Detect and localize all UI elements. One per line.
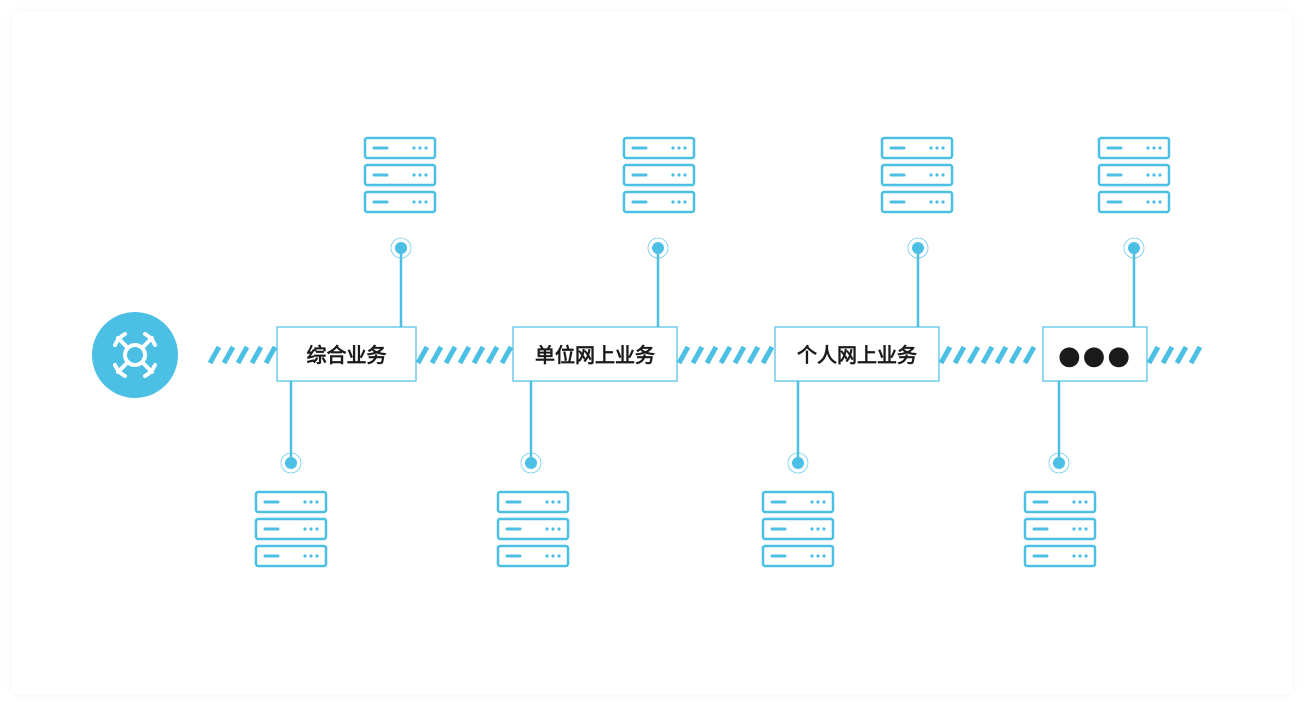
top-endpoint-ring: [907, 237, 929, 259]
business-node: 综合业务: [256, 138, 435, 566]
backbone-segment: [1146, 345, 1203, 365]
business-node: ●●●: [1025, 138, 1169, 566]
top-endpoint-ring: [1123, 237, 1145, 259]
business-node: 单位网上业务: [498, 138, 694, 566]
hub-node: [92, 312, 178, 398]
server-stack-icon: [624, 138, 694, 212]
server-stack-icon: [1025, 492, 1095, 566]
bottom-endpoint-ring: [787, 452, 809, 474]
bottom-endpoint-dot: [285, 457, 297, 469]
node-label-box: [512, 326, 678, 382]
node-label: 单位网上业务: [535, 343, 656, 367]
node-label-box: [774, 326, 940, 382]
backbone-segment: [415, 345, 514, 365]
bottom-endpoint-dot: [1053, 457, 1065, 469]
top-endpoint-dot: [395, 242, 407, 254]
top-endpoint-ring: [390, 237, 412, 259]
top-endpoint-dot: [652, 242, 664, 254]
hub-node-icon: [113, 332, 157, 378]
bottom-endpoint-dot: [792, 457, 804, 469]
server-stack-icon: [365, 138, 435, 212]
server-stack-icon: [1099, 138, 1169, 212]
backbone-segment: [676, 345, 775, 365]
business-node: 个人网上业务: [763, 138, 952, 566]
top-endpoint-dot: [1128, 242, 1140, 254]
business-nodes: 综合业务 单位网上业务 个人网上业务 ●●●: [256, 138, 1169, 566]
backbone-segment: [207, 345, 278, 365]
network-backbone: [207, 345, 1203, 365]
node-label: ●●●: [1058, 341, 1132, 371]
server-stack-icon: [882, 138, 952, 212]
node-label-box: [276, 326, 417, 382]
bottom-endpoint-ring: [1048, 452, 1070, 474]
top-endpoint-ring: [647, 237, 669, 259]
node-label: 综合业务: [307, 343, 388, 367]
bottom-endpoint-ring: [280, 452, 302, 474]
node-label-box: [1042, 326, 1148, 382]
bottom-endpoint-dot: [525, 457, 537, 469]
top-endpoint-dot: [912, 242, 924, 254]
backbone-segment: [938, 345, 1037, 365]
bottom-endpoint-ring: [520, 452, 542, 474]
server-stack-icon: [256, 492, 326, 566]
node-label: 个人网上业务: [796, 343, 918, 367]
server-stack-icon: [498, 492, 568, 566]
server-stack-icon: [763, 492, 833, 566]
